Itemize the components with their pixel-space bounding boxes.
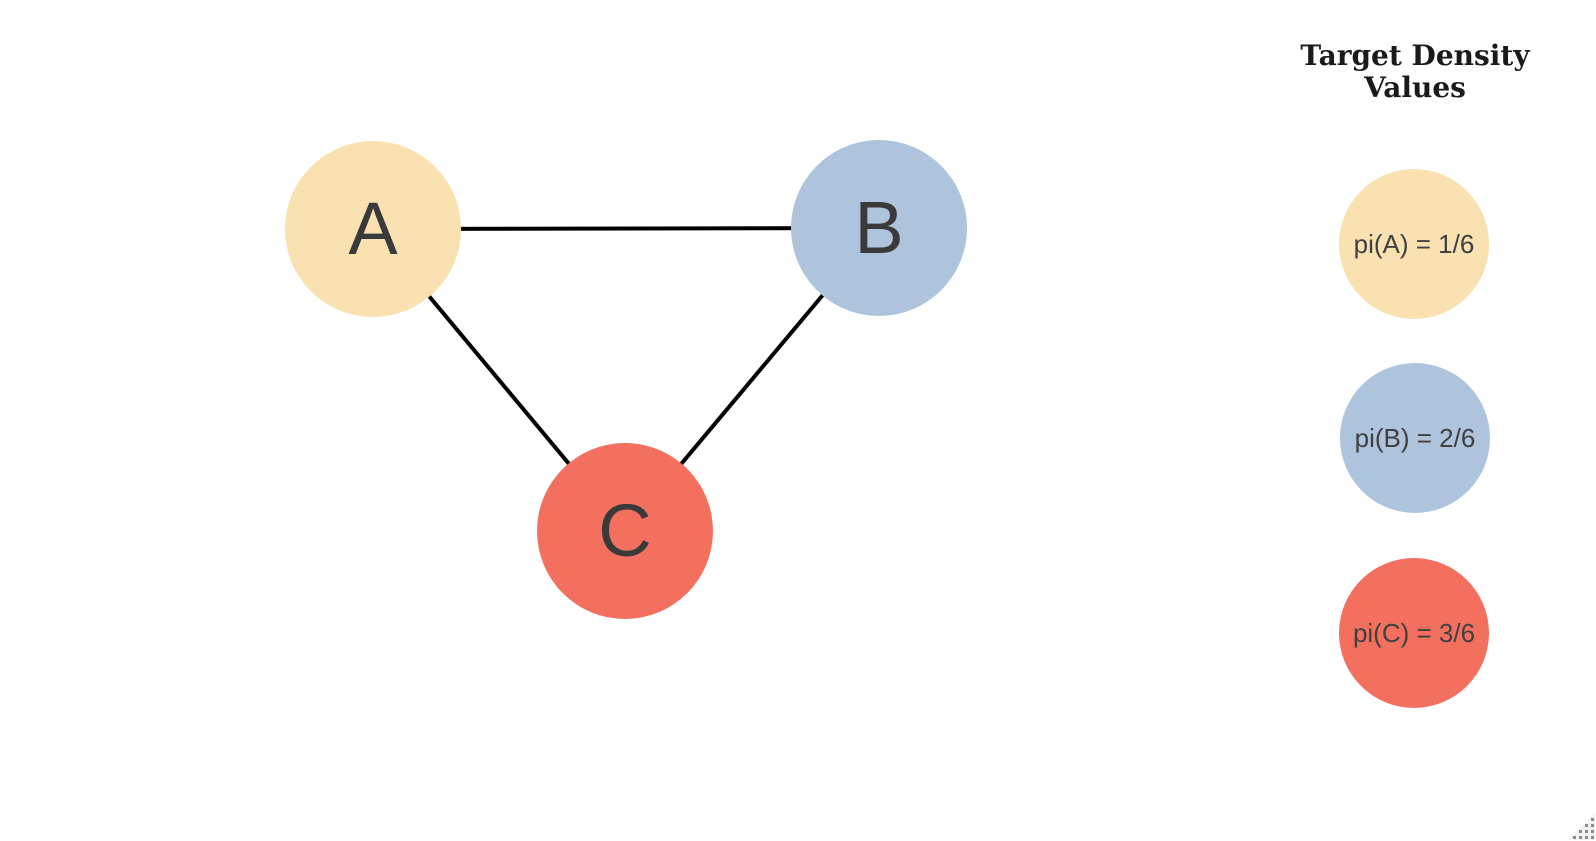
legend-circle-B: pi(B) = 2/6 [1340,363,1490,513]
legend-circle-C: pi(C) = 3/6 [1339,558,1489,708]
legend-circle-A: pi(A) = 1/6 [1339,169,1489,319]
resize-grip-icon[interactable] [1566,811,1596,841]
graph-node-C[interactable]: C [537,443,713,619]
legend-label-A: pi(A) = 1/6 [1353,228,1475,259]
legend-title: Target Density Values [1300,39,1530,105]
graph-node-label-C: C [598,489,652,572]
graph-node-A[interactable]: A [285,141,461,317]
graph-node-label-A: A [348,187,398,270]
legend-label-B: pi(B) = 2/6 [1354,422,1476,453]
graph-node-label-B: B [854,186,904,269]
legend-label-C: pi(C) = 3/6 [1352,617,1476,648]
graph-node-B[interactable]: B [791,140,967,316]
